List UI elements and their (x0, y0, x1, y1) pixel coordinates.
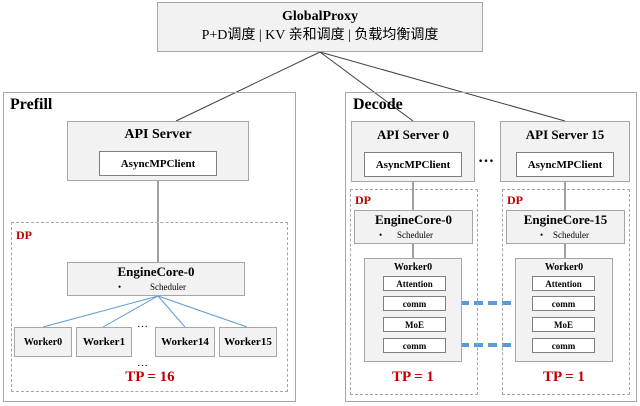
decode15-api-server-label: API Server 15 (525, 127, 605, 142)
prefill-dp-frame (11, 222, 288, 392)
decode15-module-comm: comm (532, 338, 595, 353)
decode15-scheduler-bullet: • (540, 230, 544, 240)
prefill-ellipsis-top: … (137, 318, 148, 330)
decode15-worker-label: Worker0 (544, 261, 584, 273)
decode15-dp-label: DP (507, 193, 523, 207)
decode-panel (345, 92, 637, 402)
decode0-engine-core-label: EngineCore-0 (374, 212, 453, 227)
decode0-engine-core-box (354, 210, 473, 244)
prefill-title: Prefill (10, 96, 53, 113)
prefill-api-server-label: API Server (124, 127, 192, 142)
prefill-worker: Worker14 (155, 327, 215, 357)
decode15-scheduler-label: Scheduler (553, 230, 589, 240)
decode15-client-box: AsyncMPClient (516, 152, 614, 177)
prefill-engine-core-box (67, 262, 245, 296)
decode15-module-comm: comm (532, 296, 595, 311)
decode15-engine-core-box (506, 210, 625, 244)
prefill-dp-label: DP (16, 228, 32, 242)
global-proxy-subtitle: P+D调度 | KV 亲和调度 | 负载均衡调度 (201, 28, 439, 43)
decode0-api-server-label: API Server 0 (377, 127, 449, 142)
prefill-engine-core-label: EngineCore-0 (117, 264, 195, 279)
decode0-tp-label: TP = 1 (392, 368, 434, 385)
prefill-scheduler-bullet: • (118, 282, 122, 292)
prefill-panel (3, 92, 296, 402)
decode0-module-attention: Attention (383, 276, 446, 291)
prefill-worker: Worker15 (219, 327, 277, 357)
prefill-worker: Worker0 (14, 327, 72, 357)
decode15-tp-label: TP = 1 (543, 368, 585, 385)
decode0-scheduler-label: Scheduler (397, 230, 433, 240)
prefill-tp-label: TP = 16 (125, 368, 175, 385)
global-proxy-box: GlobalProxy P+D调度 | KV 亲和调度 | 负载均衡调度 (157, 2, 483, 52)
decode-title: Decode (353, 96, 403, 113)
decode0-module-comm: comm (383, 296, 446, 311)
decode15-dp-frame (502, 189, 630, 395)
decode0-module-moe: MoE (383, 317, 446, 332)
decode15-module-moe: MoE (532, 317, 595, 332)
decode0-worker-label: Worker0 (393, 261, 433, 273)
prefill-client-box: AsyncMPClient (99, 151, 217, 176)
global-proxy-title: GlobalProxy (282, 9, 358, 24)
decode0-client-box: AsyncMPClient (364, 152, 462, 177)
decode-ellipsis: … (478, 149, 494, 166)
decode0-dp-frame (350, 189, 478, 395)
decode0-dp-label: DP (355, 193, 371, 207)
decode0-scheduler-bullet: • (379, 230, 383, 240)
decode15-engine-core-label: EngineCore-15 (523, 212, 608, 227)
prefill-ellipsis-bottom: … (137, 357, 148, 369)
decode0-module-comm: comm (383, 338, 446, 353)
decode15-module-attention: Attention (532, 276, 595, 291)
prefill-worker: Worker1 (76, 327, 132, 357)
prefill-scheduler-label: Scheduler (150, 282, 186, 292)
